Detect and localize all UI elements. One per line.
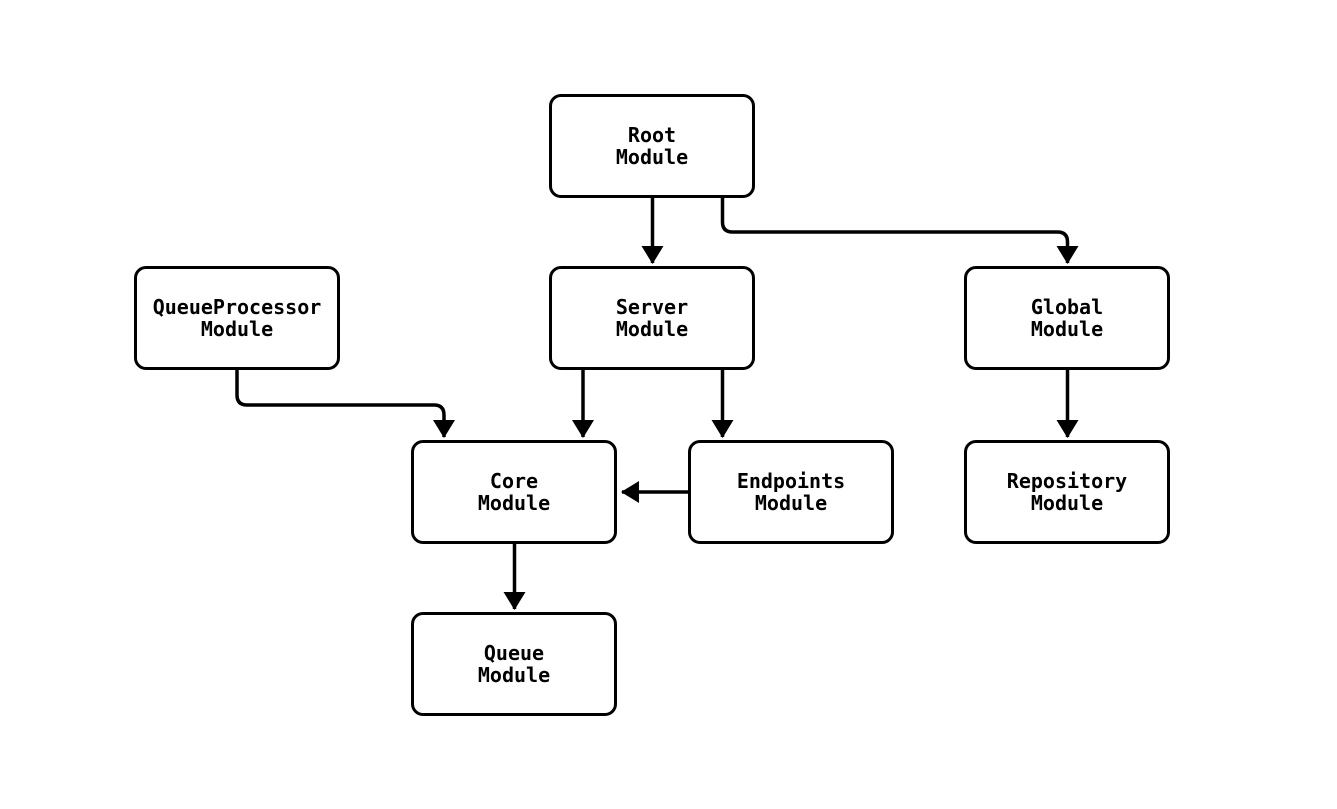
node-repository-module: Repository Module — [964, 440, 1170, 544]
node-server-module: Server Module — [549, 266, 755, 370]
node-label-line2: Module — [754, 491, 828, 515]
node-queueprocessor-module: QueueProcessor Module — [134, 266, 340, 370]
node-label-line2: Module — [615, 317, 689, 341]
node-label-line2: Module — [200, 317, 274, 341]
node-core-module: Core Module — [411, 440, 617, 544]
node-label-line1: Core — [489, 469, 539, 493]
node-label-line1: Global — [1030, 295, 1104, 319]
node-label-line1: Queue — [483, 641, 545, 665]
node-label-line2: Module — [1030, 491, 1104, 515]
node-label-line1: Root — [627, 123, 677, 147]
node-queue-module: Queue Module — [411, 612, 617, 716]
node-label-line1: Endpoints — [736, 469, 846, 493]
node-label-line2: Module — [477, 491, 551, 515]
node-label-line2: Module — [615, 145, 689, 169]
node-global-module: Global Module — [964, 266, 1170, 370]
node-label-line1: Server — [615, 295, 689, 319]
edge-root-to-global — [720, 198, 1079, 264]
node-root-module: Root Module — [549, 94, 755, 198]
node-label-line1: QueueProcessor — [152, 295, 322, 319]
node-label-line1: Repository — [1006, 469, 1128, 493]
node-label-line2: Module — [477, 663, 551, 687]
node-endpoints-module: Endpoints Module — [688, 440, 894, 544]
edge-queueprocessor-to-core — [235, 370, 455, 438]
node-label-line2: Module — [1030, 317, 1104, 341]
